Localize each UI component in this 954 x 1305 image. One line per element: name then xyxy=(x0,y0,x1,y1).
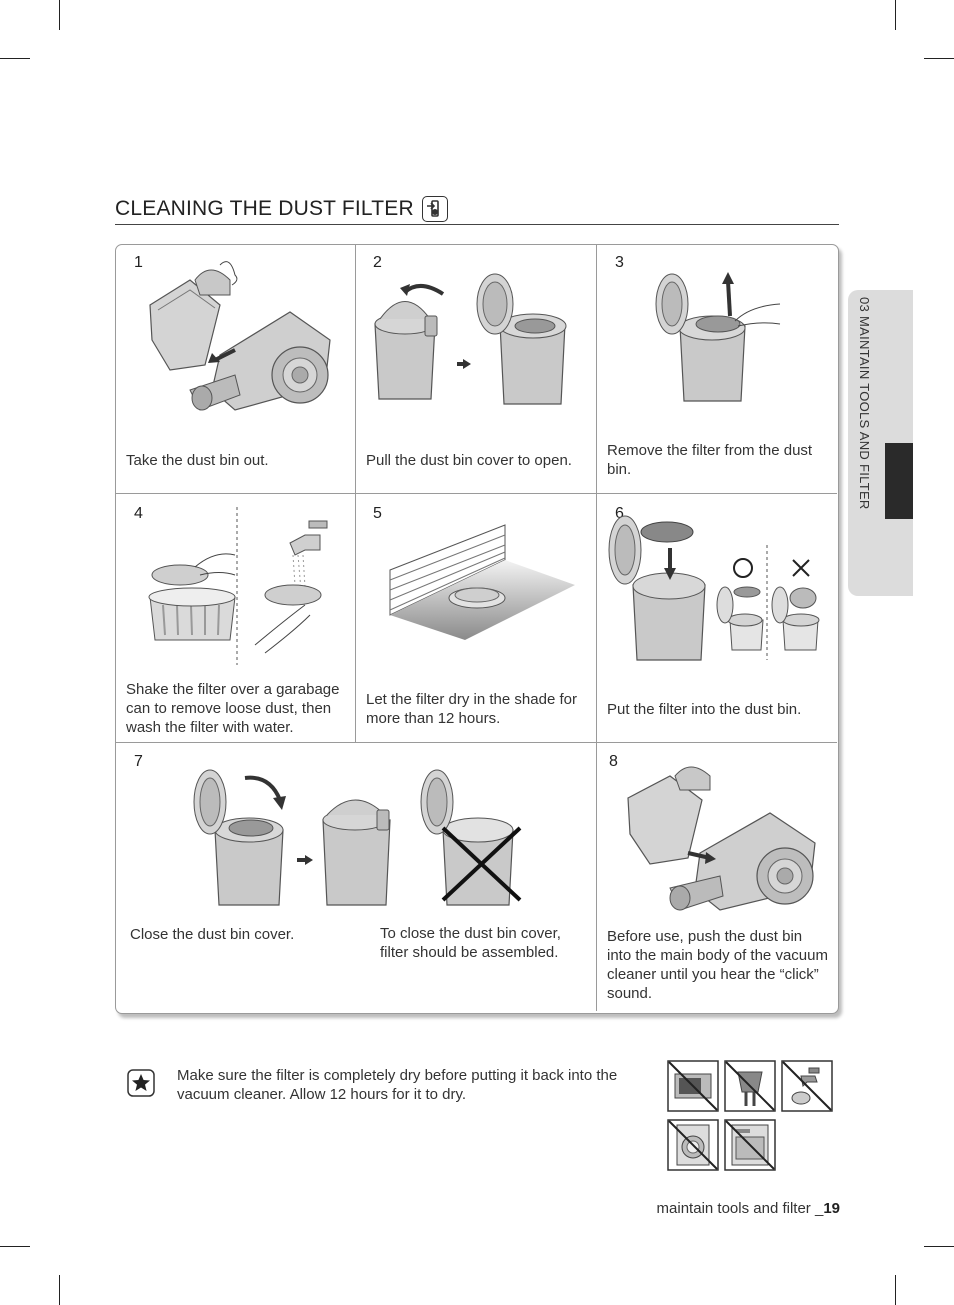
step-4-illustration xyxy=(148,507,328,665)
step-caption: Before use, push the dust bin into the m… xyxy=(607,928,828,1002)
step-caption: Put the filter into the dust bin. xyxy=(607,701,802,718)
step-number: 6 xyxy=(615,505,624,522)
step-caption: Pull the dust bin cover to open. xyxy=(366,452,572,469)
no-washing-machine-icon xyxy=(667,1119,719,1171)
step-number: 7 xyxy=(134,753,143,770)
crop-mark xyxy=(0,58,30,59)
star-note-icon xyxy=(127,1069,155,1097)
step-6-illustration xyxy=(608,515,820,661)
dry-filter-note: Make sure the filter is completely dry b… xyxy=(177,1067,618,1103)
no-faucet-icon xyxy=(781,1060,833,1112)
crop-mark xyxy=(924,58,954,59)
step-caption-note: To close the dust bin cover, filter shou… xyxy=(380,925,561,961)
page-number: 19 xyxy=(823,1200,840,1217)
step-number: 1 xyxy=(134,254,143,271)
step-caption: Let the filter dry in the shade for more… xyxy=(366,691,577,727)
crop-mark xyxy=(0,1246,30,1247)
crop-mark xyxy=(924,1246,954,1247)
grid-line xyxy=(596,245,597,1011)
step-number: 4 xyxy=(134,505,143,522)
step-8-illustration xyxy=(627,766,816,911)
step-caption: Close the dust bin cover. xyxy=(130,926,295,943)
title-text: CLEANING THE DUST FILTER xyxy=(115,197,414,220)
step-number: 2 xyxy=(373,254,382,271)
step-7-illustration xyxy=(193,769,522,906)
step-caption: Remove the filter from the dust bin. xyxy=(607,442,813,478)
step-2-illustration xyxy=(374,273,567,405)
crop-mark xyxy=(895,1275,896,1305)
page-title: CLEANING THE DUST FILTER xyxy=(115,196,448,222)
crop-mark xyxy=(59,0,60,30)
section-tab-label: 03 MAINTAIN TOOLS AND FILTER xyxy=(857,297,872,510)
grid-line xyxy=(116,742,837,743)
crop-mark xyxy=(59,1275,60,1305)
step-3-illustration xyxy=(655,272,781,402)
section-tab-marker xyxy=(885,443,913,519)
step-5-illustration xyxy=(389,524,575,640)
step-number: 8 xyxy=(609,753,618,770)
step-caption: Shake the filter over a garabage can to … xyxy=(126,681,340,736)
footer-text: maintain tools and filter _ xyxy=(656,1200,824,1217)
page-footer: maintain tools and filter _19 xyxy=(657,1200,840,1217)
no-microwave-icon xyxy=(667,1060,719,1112)
step-number: 5 xyxy=(373,505,382,522)
filter-badge-icon xyxy=(421,196,448,222)
no-hairdryer-icon xyxy=(724,1060,776,1112)
no-dishwasher-icon xyxy=(724,1119,776,1171)
step-caption: Take the dust bin out. xyxy=(126,452,269,469)
crop-mark xyxy=(895,0,896,30)
step-number: 3 xyxy=(615,254,624,271)
title-rule xyxy=(115,224,839,225)
step-1-illustration xyxy=(149,261,331,411)
grid-line xyxy=(116,493,837,494)
